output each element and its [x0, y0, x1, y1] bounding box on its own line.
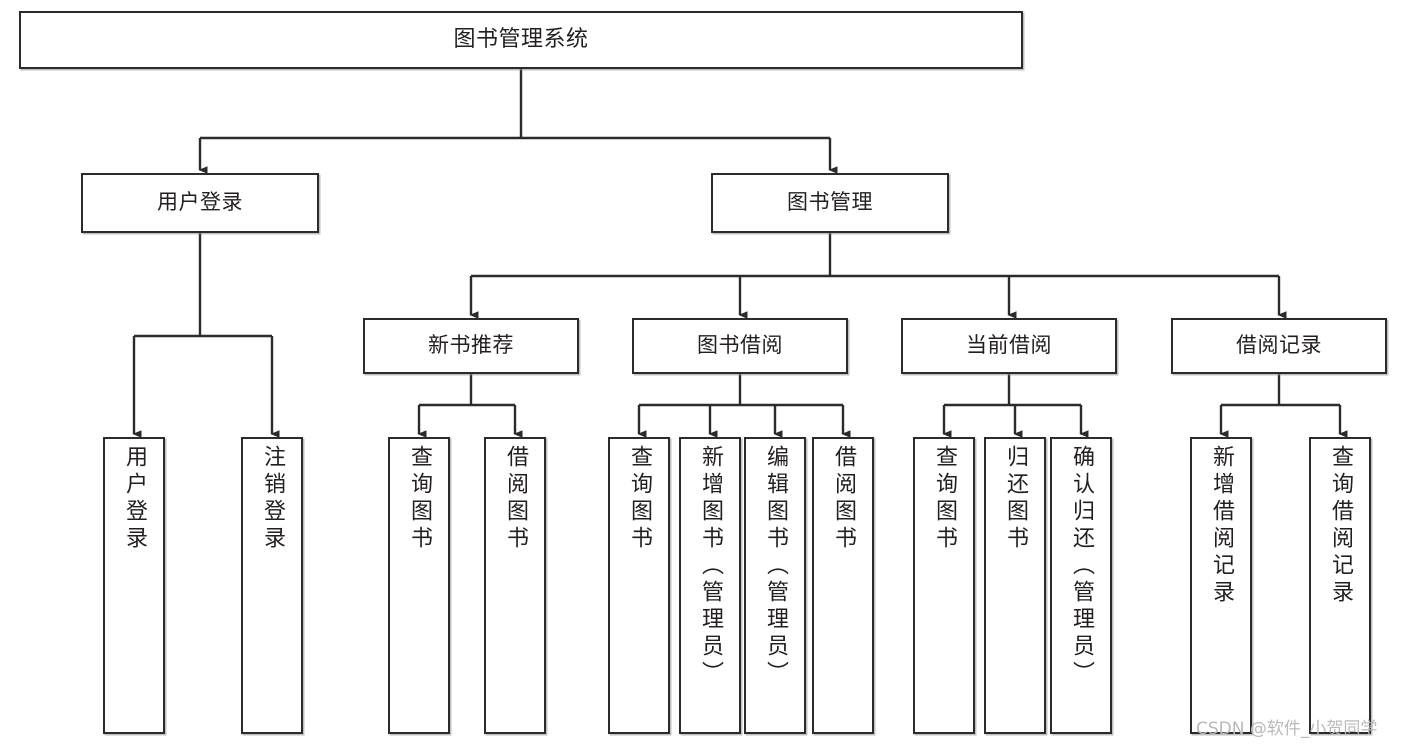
node-label: 当前借阅 [966, 333, 1052, 358]
node-leaf-query-book-1[interactable]: 查询图书 [388, 437, 450, 734]
node-label: 查询图书 [932, 445, 957, 553]
node-label: 注销登录 [260, 445, 285, 553]
node-root-system[interactable]: 图书管理系统 [19, 11, 1023, 69]
node-label: 用户登录 [157, 190, 243, 215]
node-leaf-edit-book[interactable]: 编辑图书（管理员） [744, 437, 806, 734]
node-label: 查询图书 [407, 445, 432, 553]
node-label: 借阅图书 [503, 445, 528, 553]
node-label: 新增图书（管理员） [698, 445, 723, 688]
node-leaf-borrow-book-2[interactable]: 借阅图书 [812, 437, 874, 734]
node-leaf-return-book[interactable]: 归还图书 [984, 437, 1046, 734]
node-book-manage[interactable]: 图书管理 [711, 173, 949, 233]
node-book-borrow[interactable]: 图书借阅 [632, 318, 848, 374]
node-label: 用户登录 [122, 445, 147, 553]
csdn-watermark: CSDN @软件_小贺同学 [1196, 719, 1378, 739]
node-label: 图书管理系统 [453, 26, 589, 52]
node-new-book-rec[interactable]: 新书推荐 [363, 318, 579, 374]
node-leaf-confirm-return[interactable]: 确认归还（管理员） [1050, 437, 1112, 734]
node-label: 借阅记录 [1236, 333, 1322, 358]
node-leaf-add-book[interactable]: 新增图书（管理员） [679, 437, 741, 734]
node-leaf-user-login[interactable]: 用户登录 [103, 437, 165, 734]
node-label: 查询借阅记录 [1328, 445, 1353, 607]
node-label: 新书推荐 [428, 333, 514, 358]
node-label: 编辑图书（管理员） [763, 445, 788, 688]
node-leaf-query-book-3[interactable]: 查询图书 [913, 437, 975, 734]
node-label: 查询图书 [627, 445, 652, 553]
node-borrow-record[interactable]: 借阅记录 [1171, 318, 1387, 374]
node-user-login[interactable]: 用户登录 [81, 173, 319, 233]
node-current-borrow[interactable]: 当前借阅 [901, 318, 1117, 374]
node-leaf-borrow-book-1[interactable]: 借阅图书 [484, 437, 546, 734]
node-label: 新增借阅记录 [1209, 445, 1234, 607]
node-label: 图书管理 [787, 190, 873, 215]
node-label: 归还图书 [1003, 445, 1028, 553]
node-label: 借阅图书 [831, 445, 856, 553]
node-leaf-query-book-2[interactable]: 查询图书 [608, 437, 670, 734]
node-leaf-add-record[interactable]: 新增借阅记录 [1190, 437, 1252, 734]
node-label: 确认归还（管理员） [1069, 445, 1094, 688]
node-label: 图书借阅 [697, 333, 783, 358]
node-leaf-user-logout[interactable]: 注销登录 [241, 437, 303, 734]
node-leaf-query-record[interactable]: 查询借阅记录 [1309, 437, 1371, 734]
